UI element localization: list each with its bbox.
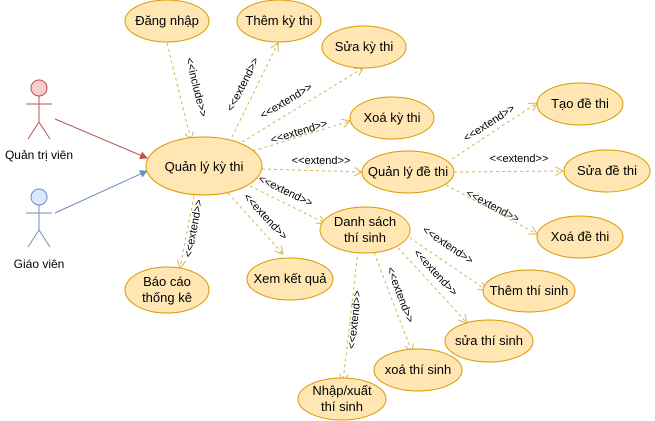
use-case-candidate-list-shape	[319, 206, 411, 254]
actor-teacher-leg-left	[27, 229, 40, 248]
use-case-candidate-list[interactable]: Danh sách thí sinh	[319, 206, 411, 254]
use-case-add-exam[interactable]: Thêm kỳ thi	[236, 0, 322, 43]
extend-line-candidate-list	[249, 185, 325, 223]
use-case-delete-exam[interactable]: Xoá kỳ thi	[349, 96, 435, 140]
use-case-edit-paper-shape	[563, 149, 651, 193]
actor-admin-leg-right	[38, 121, 51, 140]
use-case-delete-paper-label: Xoá đề thi	[551, 229, 610, 244]
association-teacher-manage-exam	[54, 170, 148, 214]
use-case-create-paper-shape	[536, 82, 624, 126]
include-label: <<include>>	[183, 56, 209, 118]
use-case-manage-paper[interactable]: Quản lý đề thi	[361, 150, 455, 194]
actor-admin-label: Quản trị viên	[5, 148, 73, 162]
use-case-edit-candidate[interactable]: sửa thí sinh	[444, 319, 534, 363]
actor-admin: Quản trị viên	[5, 79, 73, 162]
use-case-delete-candidate-shape	[373, 348, 463, 392]
actor-teacher-label: Giáo viên	[14, 257, 65, 271]
actor-admin-leg-left	[27, 121, 40, 140]
relation-labels: <<include>> <<extend>> <<extend>> <<exte…	[183, 56, 549, 350]
extend-line-import-export	[343, 250, 359, 382]
use-case-manage-exam[interactable]: Quản lý kỳ thi	[145, 136, 263, 196]
use-case-manage-exam-label: Quản lý kỳ thi	[165, 159, 244, 174]
use-case-candidate-list-label-line2: thí sinh	[344, 230, 386, 245]
extend-line-edit-paper	[453, 171, 563, 172]
use-case-add-candidate[interactable]: Thêm thí sinh	[482, 269, 576, 313]
use-case-add-candidate-label: Thêm thí sinh	[490, 283, 569, 298]
use-case-delete-paper[interactable]: Xoá đề thi	[536, 215, 624, 259]
extend-line-manage-paper	[261, 169, 362, 172]
extend-label-manage-paper: <<extend>>	[292, 155, 351, 167]
use-case-delete-candidate-label: xoá thí sinh	[385, 362, 452, 377]
include-line-login	[166, 42, 191, 140]
extend-line-view-results	[227, 192, 283, 254]
extend-label-edit-paper: <<extend>>	[490, 153, 549, 165]
use-case-create-paper-label: Tạo đề thi	[551, 96, 609, 111]
use-case-report-shape	[124, 266, 210, 314]
actor-admin-head	[30, 79, 48, 97]
use-case-report-label-line2: thống kê	[142, 290, 192, 305]
extend-label-create-paper: <<extend>>	[461, 102, 517, 144]
use-case-add-exam-shape	[236, 0, 322, 43]
use-case-add-candidate-shape	[482, 269, 576, 313]
use-case-delete-exam-shape	[349, 96, 435, 140]
use-case-view-results-label: Xem kết quả	[254, 271, 328, 286]
extend-line-delete-exam	[252, 121, 350, 152]
extend-line-delete-paper	[445, 184, 537, 234]
use-case-manage-paper-label: Quản lý đề thi	[368, 164, 448, 179]
actor-teacher-leg-right	[38, 229, 51, 248]
extend-label-delete-candidate: <<extend>>	[384, 265, 416, 324]
extend-label-edit-exam: <<extend>>	[258, 81, 315, 122]
extend-label-delete-paper: <<extend>>	[464, 187, 521, 225]
use-case-view-results-shape	[246, 257, 334, 301]
extend-line-report	[180, 195, 195, 268]
use-case-candidate-list-label-line1: Danh sách	[334, 214, 396, 229]
use-case-import-export-label-line2: thí sinh	[321, 399, 363, 414]
use-case-manage-exam-shape	[145, 136, 263, 196]
use-case-delete-paper-shape	[536, 215, 624, 259]
extend-line-delete-candidate	[371, 246, 412, 352]
use-case-login-label: Đăng nhập	[135, 13, 199, 28]
use-case-edit-exam[interactable]: Sửa kỳ thi	[321, 25, 407, 69]
extend-label-import-export: <<extend>>	[346, 290, 364, 350]
use-case-edit-exam-shape	[321, 25, 407, 69]
use-case-delete-exam-label: Xoá kỳ thi	[363, 110, 420, 125]
use-case-edit-exam-label: Sửa kỳ thi	[335, 39, 394, 54]
extend-label-add-exam: <<extend>>	[225, 56, 262, 114]
extend-line-edit-candidate	[389, 238, 467, 323]
use-case-create-paper[interactable]: Tạo đề thi	[536, 82, 624, 126]
relation-lines	[166, 42, 563, 382]
use-case-edit-paper[interactable]: Sửa đề thi	[563, 149, 651, 193]
use-case-report-label-line1: Báo cáo	[143, 274, 191, 289]
extend-line-add-candidate	[399, 230, 486, 290]
use-case-import-export[interactable]: Nhập/xuất thí sinh	[297, 377, 387, 421]
use-case-add-exam-label: Thêm kỳ thi	[245, 13, 312, 28]
use-case-edit-paper-label: Sửa đề thi	[577, 163, 637, 178]
use-case-import-export-label-line1: Nhập/xuất	[312, 383, 372, 398]
use-case-view-results[interactable]: Xem kết quả	[246, 257, 334, 301]
association-admin-manage-exam	[54, 118, 148, 159]
extend-label-report: <<extend>>	[183, 198, 206, 258]
actor-teacher-head	[30, 188, 48, 206]
use-case-login[interactable]: Đăng nhập	[124, 0, 210, 43]
use-case-login-shape	[124, 0, 210, 43]
use-case-manage-paper-shape	[361, 150, 455, 194]
use-case-report[interactable]: Báo cáo thống kê	[124, 266, 210, 314]
extend-label-candidate-list: <<extend>>	[256, 173, 314, 210]
use-case-import-export-shape	[297, 377, 387, 421]
use-case-edit-candidate-label: sửa thí sinh	[455, 333, 523, 348]
use-case-edit-candidate-shape	[444, 319, 534, 363]
actor-teacher: Giáo viên	[14, 188, 65, 271]
use-case-delete-candidate[interactable]: xoá thí sinh	[373, 348, 463, 392]
extend-label-delete-exam: <<extend>>	[269, 118, 329, 147]
extend-line-create-paper	[451, 103, 537, 160]
